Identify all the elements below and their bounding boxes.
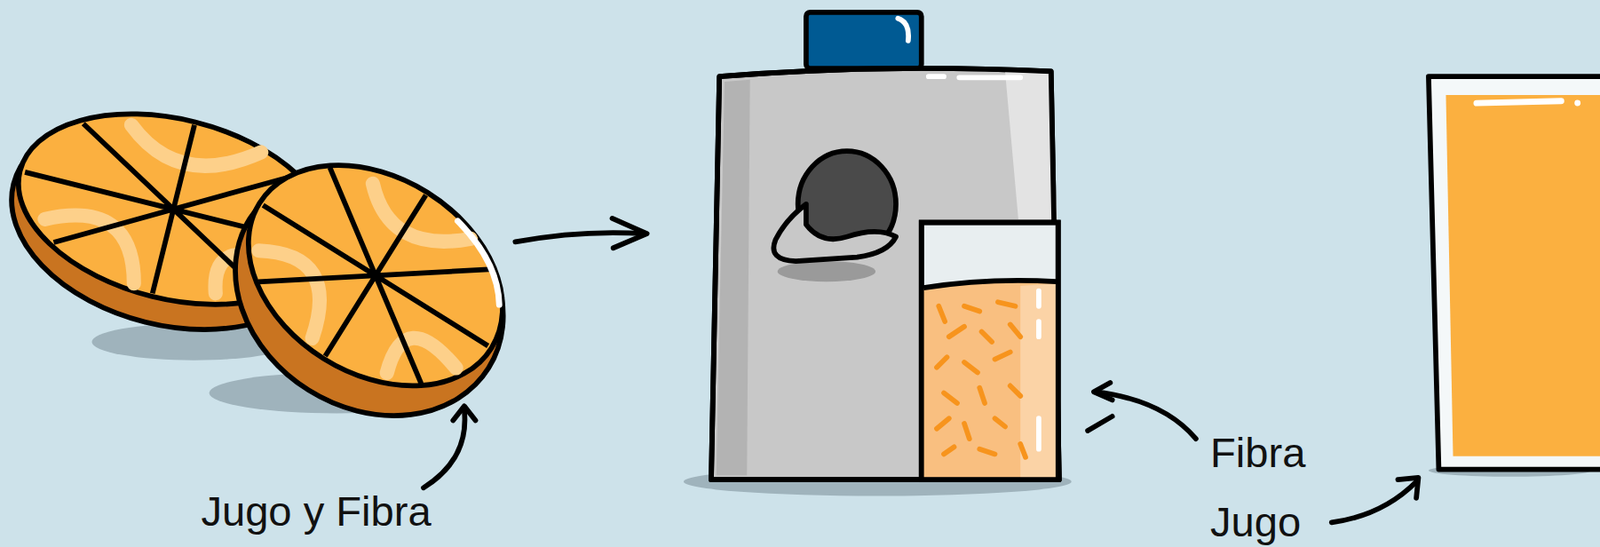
juicer	[711, 12, 1060, 480]
juice-glass	[1428, 76, 1600, 476]
orange-half	[189, 119, 551, 465]
text-label: Fibra	[1210, 432, 1306, 475]
text-label: Jugo	[1210, 501, 1301, 544]
arrow-head	[1093, 382, 1113, 401]
text-label: Jugo y Fibra	[200, 491, 431, 533]
leader-mark	[1087, 416, 1113, 431]
arrow-head	[1397, 477, 1418, 499]
leader-arrow	[423, 410, 466, 488]
leader-arrow	[1331, 481, 1417, 523]
arrow-head	[452, 405, 476, 420]
arrow-head	[612, 218, 648, 248]
